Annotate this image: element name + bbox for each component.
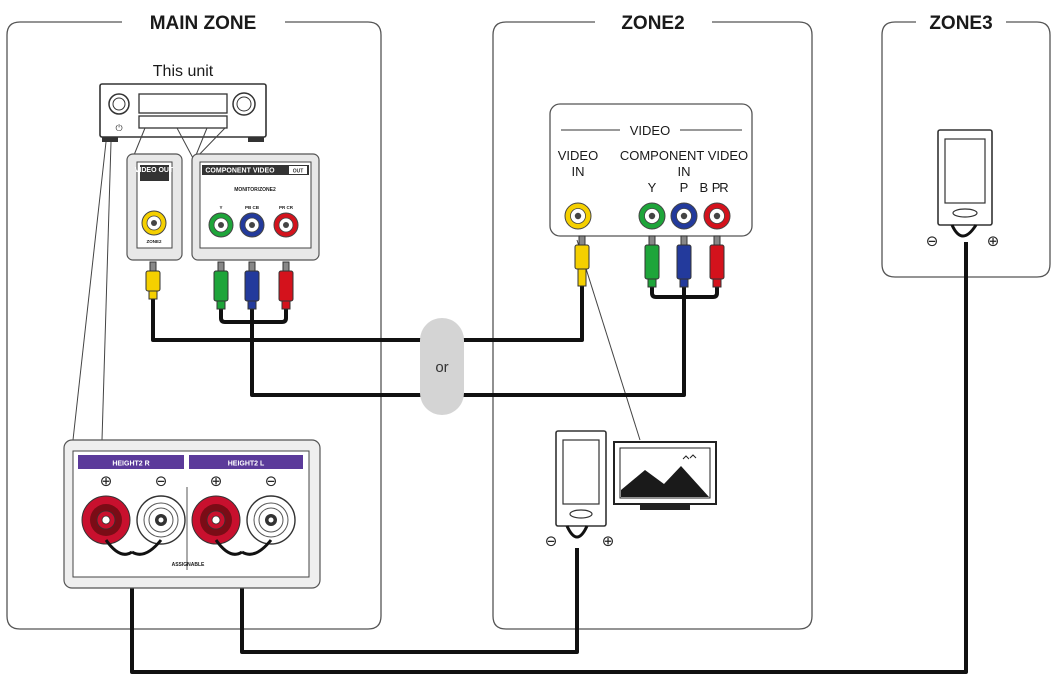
speaker-terminal	[191, 495, 241, 545]
rca-plugs	[145, 235, 725, 310]
zone2-box: ZONE2	[492, 13, 813, 630]
plus-icon: ⊕	[210, 472, 223, 490]
height2-r-label: HEIGHT2 R	[112, 461, 149, 468]
zone2-video-in-label-2: IN	[572, 164, 585, 179]
plus-icon: ⊕	[602, 532, 615, 550]
zone2-component-in-label-2: IN	[678, 164, 691, 179]
minus-icon: ⊖	[155, 472, 168, 490]
zone2-video-section-label: VIDEO	[630, 123, 670, 138]
cables	[130, 242, 968, 674]
speaker-terminal	[81, 495, 131, 545]
video-out-sub: ZONE2	[146, 239, 162, 244]
component-jack-pr: PR CR	[279, 205, 294, 210]
tv-icon	[613, 441, 717, 510]
zone2-speaker-cable	[240, 548, 579, 654]
or-label: or	[435, 359, 448, 376]
speaker-terminal	[246, 495, 296, 545]
component-jack-y: Y	[219, 205, 222, 210]
component-video-cable	[250, 286, 686, 397]
component-out-label: COMPONENT VIDEO	[205, 168, 275, 175]
receiver-icon: ⏻	[99, 83, 267, 142]
this-unit-label: This unit	[153, 63, 214, 80]
zone2-jack-y: Y	[648, 180, 657, 195]
zone2-video-input-panel: VIDEO VIDEO IN COMPONENT VIDEO IN Y P B …	[549, 103, 753, 237]
callout-lines	[72, 127, 641, 441]
minus-icon: ⊖	[545, 532, 558, 550]
zone2-jack-pb: P	[680, 180, 689, 195]
component-out-badge: OUT	[293, 169, 304, 175]
zone2-jack-r: R	[719, 180, 728, 195]
svg-text:⏻: ⏻	[115, 123, 122, 134]
video-out-label: VIDEO OUT	[135, 167, 174, 174]
component-out-sub: MONITOR/ZONE2	[234, 187, 276, 193]
zone3-speaker-cable	[130, 242, 968, 674]
zone3-speaker-icon: ⊖ ⊕	[926, 129, 1000, 250]
assignable-label: ASSIGNABLE	[172, 562, 205, 568]
composite-video-cable	[151, 285, 584, 342]
zone3-title: ZONE3	[929, 13, 992, 34]
video-out-panel: VIDEO OUT ZONE2	[126, 153, 183, 261]
plus-icon: ⊕	[100, 472, 113, 490]
minus-icon: ⊖	[265, 472, 278, 490]
height2-l-label: HEIGHT2 L	[228, 461, 265, 468]
speaker-terminal-panel: HEIGHT2 R HEIGHT2 L ⊕ ⊖ ⊕ ⊖	[63, 439, 321, 589]
plus-icon: ⊕	[987, 232, 1000, 250]
zone2-component-in-label: COMPONENT VIDEO	[620, 148, 748, 163]
zone2-title: ZONE2	[621, 13, 684, 34]
zone2-jack-b: B P	[700, 180, 721, 195]
speaker-terminal	[136, 495, 186, 545]
or-badge: or	[420, 318, 464, 415]
zone2-video-in-label: VIDEO	[558, 148, 598, 163]
component-jack-pb: PB CB	[245, 205, 260, 210]
zone2-speaker-icon: ⊖ ⊕	[545, 430, 615, 550]
main-zone-box: MAIN ZONE	[6, 13, 382, 630]
main-zone-title: MAIN ZONE	[150, 13, 257, 34]
minus-icon: ⊖	[926, 232, 939, 250]
component-out-panel: COMPONENT VIDEO OUT MONITOR/ZONE2 Y PB C…	[191, 153, 320, 261]
